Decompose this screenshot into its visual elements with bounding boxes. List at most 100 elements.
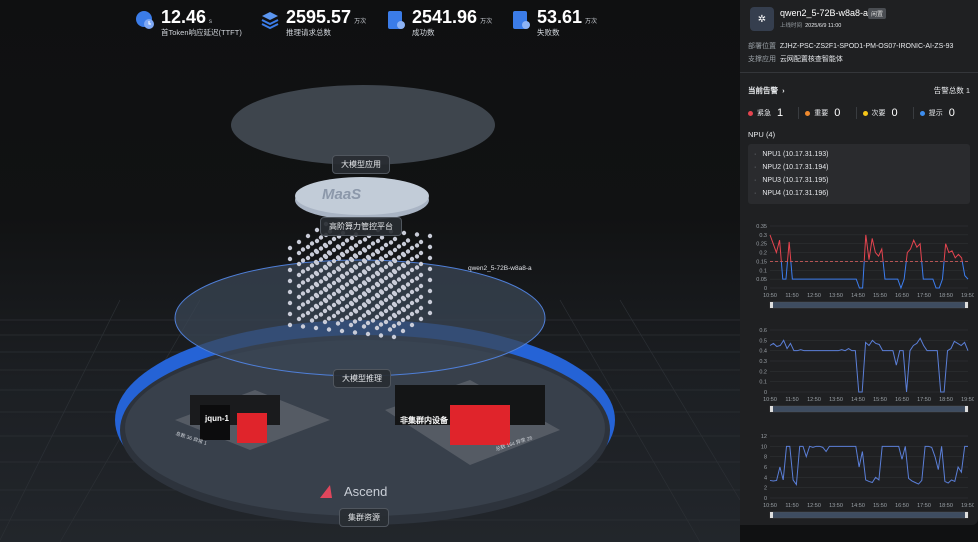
cube-dot [366,266,372,272]
x-tick-label: 13:50 [829,397,843,403]
series-line [769,337,969,393]
alarm-header[interactable]: 当前告警 › 告警总数 1 [748,86,970,95]
cube-dot [427,255,433,261]
cube-dot [388,284,394,289]
cube-dot [326,327,332,332]
cube-dot [379,290,385,295]
y-tick-label: 12 [761,434,767,440]
cube-dot [327,273,333,278]
cube-dot [335,321,341,326]
y-tick-label: 2 [764,486,767,492]
cube-dot [418,250,424,256]
cube-dot [392,258,398,264]
cube-dot [401,307,407,313]
cube-dot [414,287,420,292]
platform-layer-label[interactable]: 高阶算力管控平台 [320,217,402,236]
cube-dot [318,257,324,262]
cube-dot [353,276,359,281]
cube-dot [366,299,372,305]
app-layer-label[interactable]: 大模型应用 [332,155,390,174]
cube-dot [379,235,385,240]
selected-model-label[interactable]: qwen2_5-72B-w8a8-a [468,265,532,272]
y-tick-label: 0 [764,496,767,502]
cube-dot [383,308,389,314]
cube-dot [370,241,376,246]
cube-dot [357,294,363,300]
cube-dot [401,274,407,280]
x-tick-label: 11:50 [785,397,798,403]
cube-dot [400,328,406,334]
npu-item[interactable]: NPU1 (10.17.31.193) [754,148,964,161]
ascend-logo: Ascend [344,484,388,499]
cube-dot [362,292,368,297]
cube-dot [340,296,346,302]
cube-dot [427,244,433,250]
cube-dot [344,282,350,287]
y-tick-label: 0.3 [759,233,767,239]
cube-dot [387,316,393,321]
cube-dot [353,287,359,292]
cube-dot [287,256,293,262]
cube-dot [314,249,320,255]
cube-dot [379,246,385,251]
npu-item[interactable]: NPU4 (10.17.31.196) [754,187,964,200]
cube-dot [414,243,420,248]
cube-dot [379,279,385,284]
cube-dot [427,266,433,272]
cube-dot [370,252,376,257]
cube-dot [388,251,394,256]
cube-dot [353,243,359,248]
cube-dot [362,303,368,308]
y-tick-label: 0.1 [759,380,767,386]
cube-dot [335,310,341,315]
inference-layer-label[interactable]: 大模型推理 [333,369,391,388]
y-tick-label: 0.4 [759,349,767,355]
x-tick-label: 14:50 [851,293,865,299]
cube-dot [396,244,402,249]
cube-dot [379,301,385,306]
npu-item[interactable]: NPU2 (10.17.31.194) [754,161,964,174]
status-dot [805,110,811,116]
x-tick-label: 15:50 [873,397,887,403]
cube-dot [349,246,355,252]
zoom-slider [769,511,969,519]
cube-dot [300,291,306,296]
cube-dot [427,233,433,239]
cube-dot [375,282,381,288]
x-tick-label: 15:50 [873,503,887,509]
cluster-left-label[interactable]: jqun-1 [205,414,229,423]
cube-dot [287,289,293,295]
cube-dot [365,331,371,337]
slider-handle-left [770,406,773,412]
cube-dot [352,330,358,335]
cube-dot [370,263,376,268]
resource-layer-label[interactable]: 集群资源 [339,508,389,527]
cube-dot [287,245,293,251]
cube-dot [362,281,368,286]
y-tick-label: 10 [761,444,767,450]
cluster-right-label[interactable]: 非集群内设备 [400,416,448,425]
cube-dot [366,310,372,316]
x-tick-label: 18:50 [939,397,953,403]
cube-dot [392,291,398,297]
npu-item[interactable]: NPU3 (10.17.31.195) [754,174,964,187]
cube-dot [331,302,337,308]
chevron-right-icon[interactable]: › [780,86,785,95]
cube-dot [331,280,337,286]
cube-dot [362,270,368,275]
slider-handle-left [770,302,773,308]
cube-dot [375,260,381,266]
cube-dot [314,238,320,244]
x-tick-label: 19:50 [961,293,974,299]
cube-dot [405,315,411,320]
cube-dot [300,313,306,318]
cube-dot [305,233,311,239]
cube-dot [391,334,397,340]
cube-dot [353,254,359,259]
maas-logo: MaaS [322,186,362,203]
